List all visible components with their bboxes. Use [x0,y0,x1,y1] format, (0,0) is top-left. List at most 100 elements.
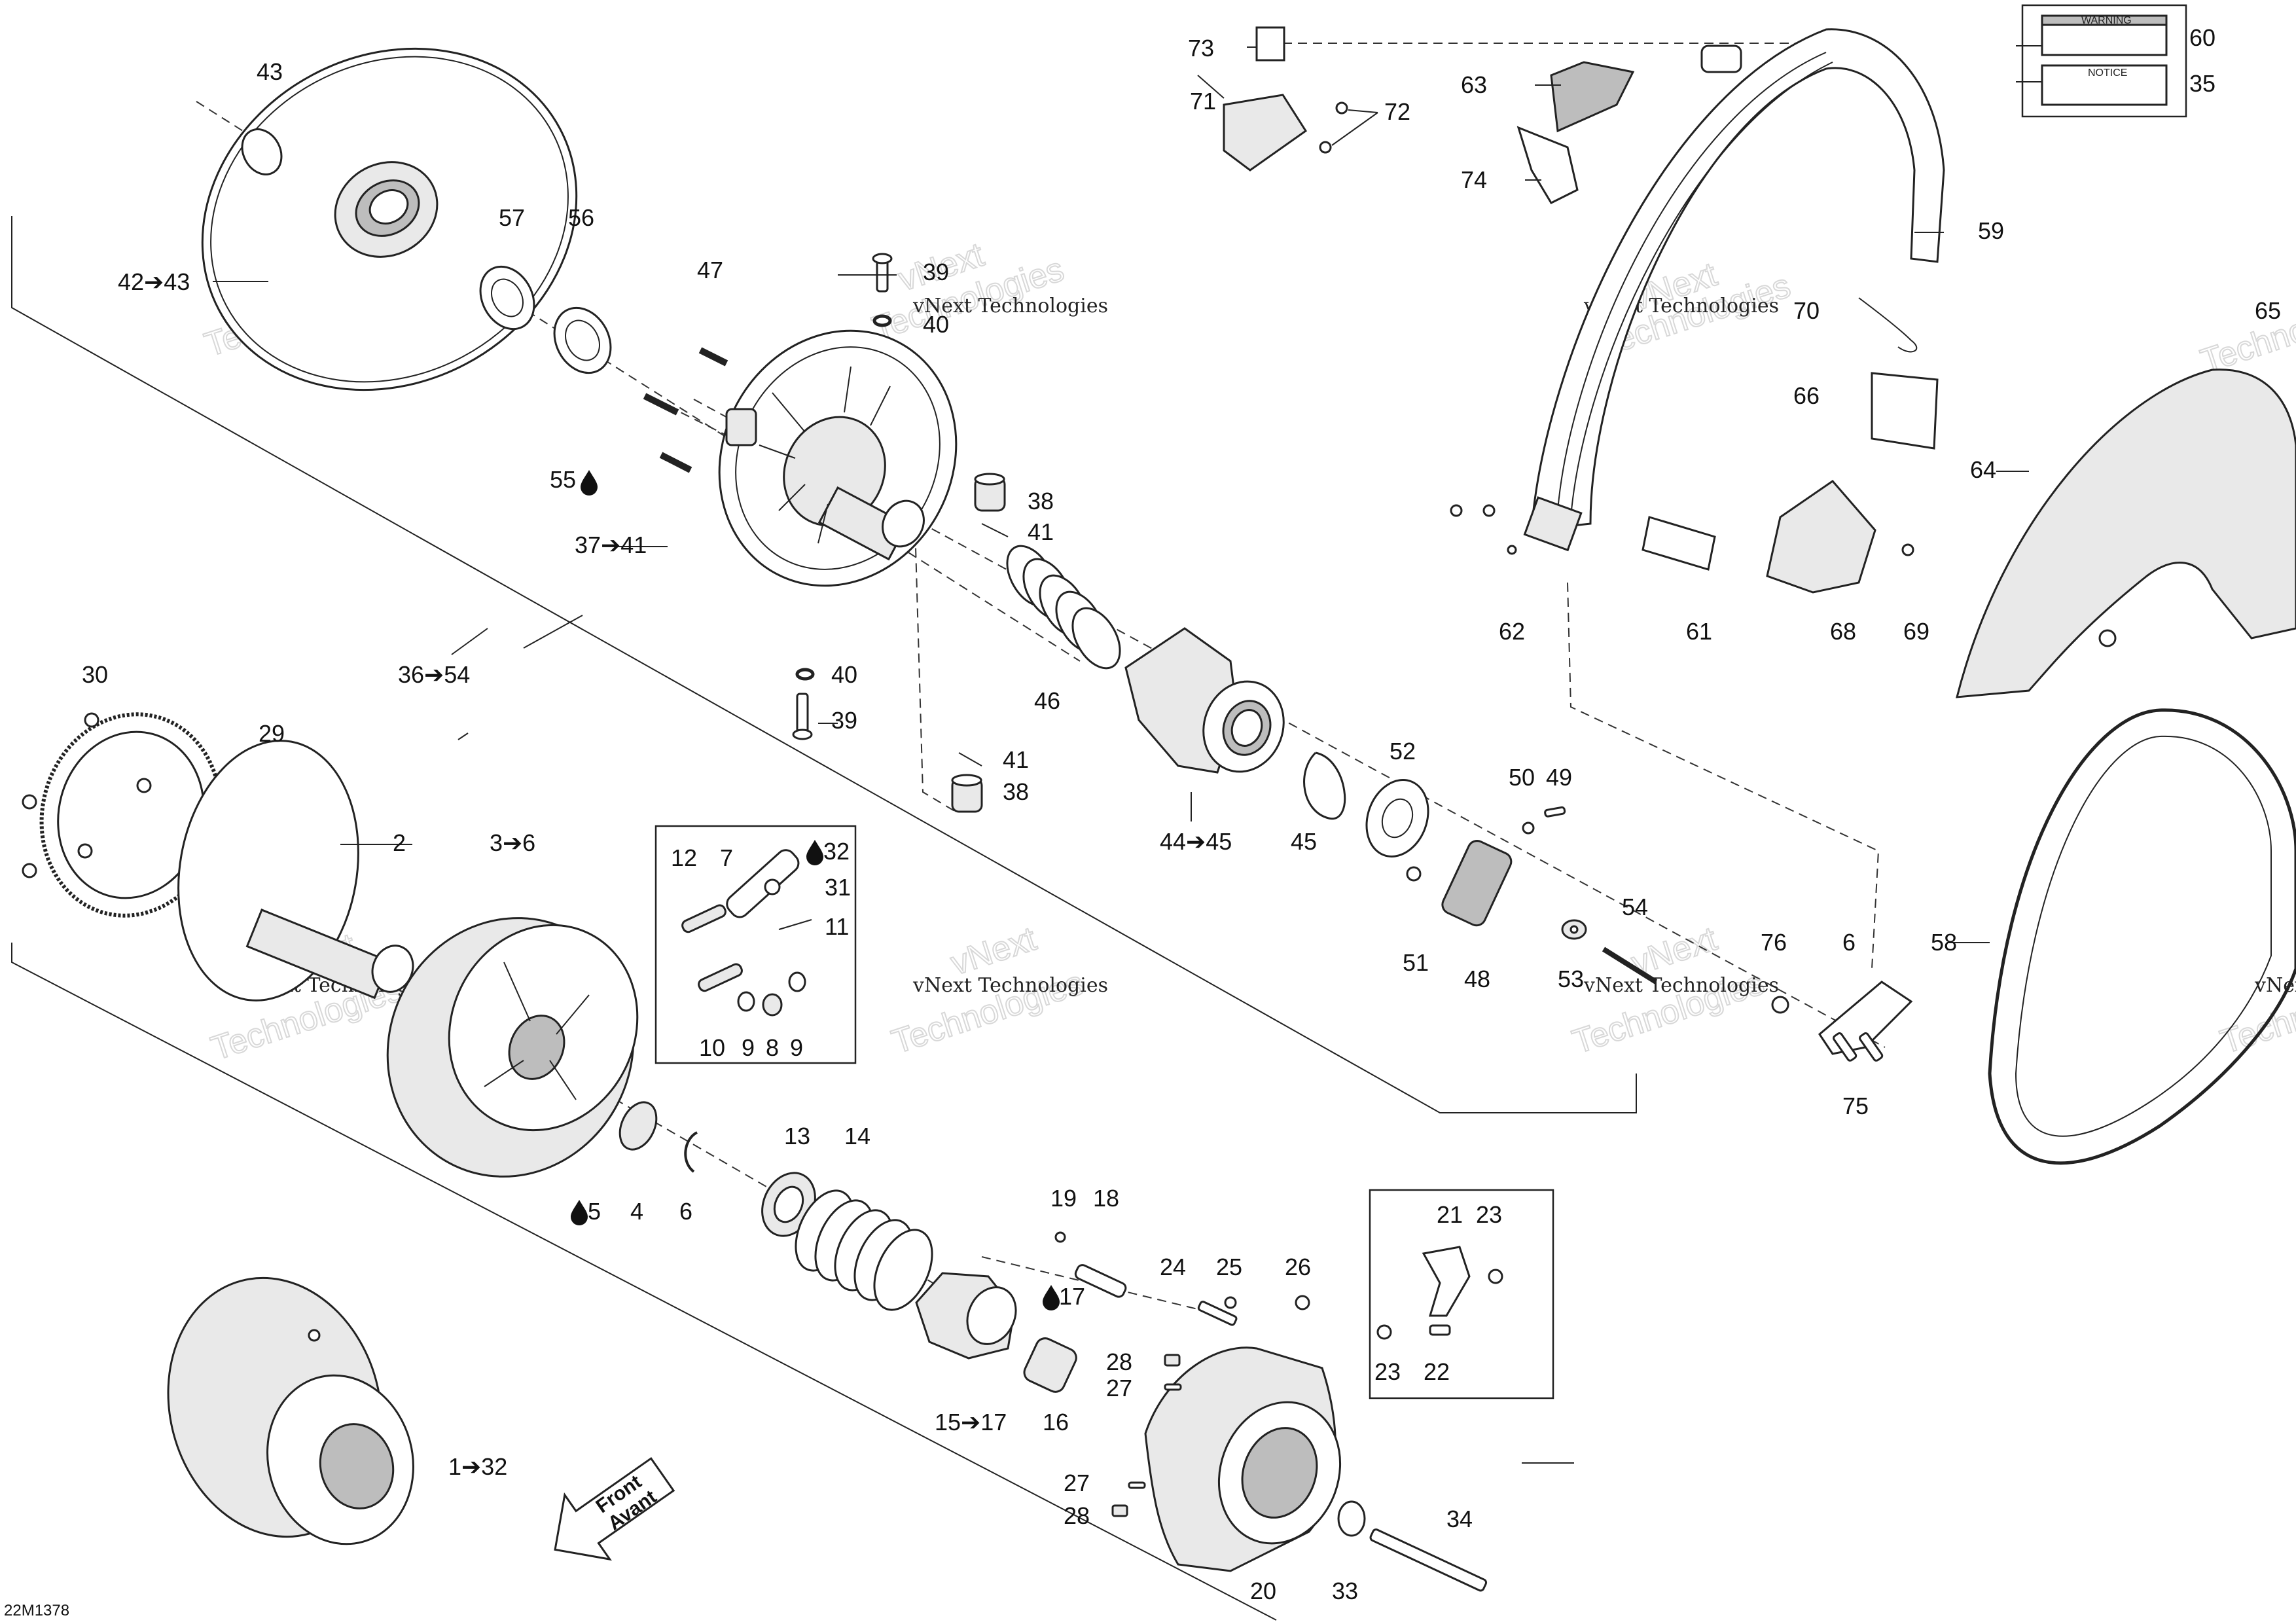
callout-68: 68 [1830,618,1856,645]
callout-72: 72 [1384,98,1410,125]
callout-69: 69 [1903,618,1929,645]
callout-76: 76 [1761,929,1787,956]
callout-17: 17 [1059,1283,1085,1310]
callout-3-6: 3➔6 [490,829,535,856]
bushing-part [1023,1337,1077,1393]
bracket-arm-part [1376,1246,1503,1340]
bushing-part [619,1101,658,1151]
callout-23: 23 [1374,1358,1401,1385]
detail-box-bracket [1369,1189,1554,1399]
callout-4: 4 [630,1198,643,1225]
leader-line [451,628,488,655]
callout-57: 57 [499,204,525,231]
callout-25: 25 [1216,1254,1242,1280]
callout-6: 6 [679,1198,692,1225]
cam-part [1124,627,1285,774]
hardware-part [1450,297,1939,594]
callout-63: 63 [1461,71,1487,98]
driven-sheave-part [718,329,958,587]
callout-40: 40 [923,311,949,338]
outer-sheave-part [201,47,578,391]
callout-48: 48 [1464,965,1490,992]
callout-43: 43 [257,58,283,85]
callout-13: 13 [784,1123,810,1149]
leader-lines [213,45,2042,1464]
callout-26: 26 [1285,1254,1311,1280]
callout-11: 11 [825,913,849,940]
notice-decal-title: NOTICE [2088,67,2127,79]
callout-1-32: 1➔32 [448,1453,507,1480]
washer-part [553,306,612,374]
snap-ring-part [241,128,283,175]
callout-36-54: 36➔54 [398,661,470,688]
clip-part [1223,94,1308,171]
callout-75: 75 [1842,1092,1869,1119]
callout-42-43: 42➔43 [118,268,190,295]
assembly-bracket-lower [11,943,1277,1621]
callout-20: 20 [1250,1578,1276,1604]
callout-27: 27 [1064,1470,1090,1496]
watermark-text: vNext Technologies [912,974,1108,997]
callout-64: 64 [1970,456,1996,483]
watermark-text: vNext Technologies [912,295,1108,317]
callout-58: 58 [1931,929,1957,956]
callout-62: 62 [1499,618,1525,645]
detail-box-roller-arm [655,825,857,1064]
callout-27: 27 [1106,1375,1132,1401]
washer-part [479,265,535,331]
callout-41: 41 [1003,746,1029,773]
callout-35: 35 [2189,70,2215,97]
callout-71: 71 [1190,88,1216,115]
callout-19: 19 [1050,1185,1077,1212]
callout-55: 55 [550,466,576,493]
callout-28: 28 [1106,1348,1132,1375]
callout-40: 40 [831,661,857,688]
callout-52: 52 [1390,738,1416,765]
drive-belt-part [1988,708,2296,1165]
roller-arm-part [681,849,812,1017]
fixed-sheave-part [177,740,414,1001]
front-direction-arrow: Front Avant [554,1456,675,1561]
callout-29: 29 [259,720,285,747]
callout-60: 60 [2189,24,2215,51]
long-bolt-part [1369,1528,1488,1592]
spring-part [795,1189,933,1311]
callout-44-45: 44➔45 [1160,828,1232,855]
callout-38: 38 [1028,488,1054,514]
roller-part [951,473,1009,813]
callout-14: 14 [844,1123,870,1149]
callout-28: 28 [1064,1502,1090,1529]
callout-24: 24 [1160,1254,1186,1280]
washer-part [1337,1500,1366,1537]
watermark-big: Technologies [2197,283,2296,380]
callout-38: 38 [1003,778,1029,805]
callout-18: 18 [1093,1185,1119,1212]
callout-12: 12 [671,844,697,871]
callout-30: 30 [82,661,108,688]
callout-45: 45 [1291,828,1317,855]
spring-part [1006,545,1121,670]
callout-16: 16 [1043,1409,1069,1435]
callout-7: 7 [720,844,733,871]
callout-32: 32 [823,838,850,865]
callout-61: 61 [1686,618,1712,645]
callout-6: 6 [1842,929,1856,956]
assembly-bracket-upper [11,216,1637,1113]
callout-8: 8 [766,1034,779,1061]
callout-33: 33 [1332,1578,1358,1604]
callout-56: 56 [568,204,594,231]
bolt-part [22,712,152,878]
callout-37-41: 37➔41 [575,532,647,558]
callout-15-17: 15➔17 [935,1409,1007,1435]
spider-part [915,1272,1017,1360]
warning-decal-title: WARNING [2081,15,2132,26]
callout-74: 74 [1461,166,1487,193]
callout-70: 70 [1793,297,1820,324]
handle-part [1516,61,1635,204]
callout-labels: 43 42➔43 57 56 47 39 40 55 37➔41 38 41 3… [82,24,2281,1604]
notice-decal [2041,64,2168,106]
centerline [1567,582,1880,969]
hardware-part [1111,1295,1310,1517]
mount-bracket-part [1771,981,1913,1062]
